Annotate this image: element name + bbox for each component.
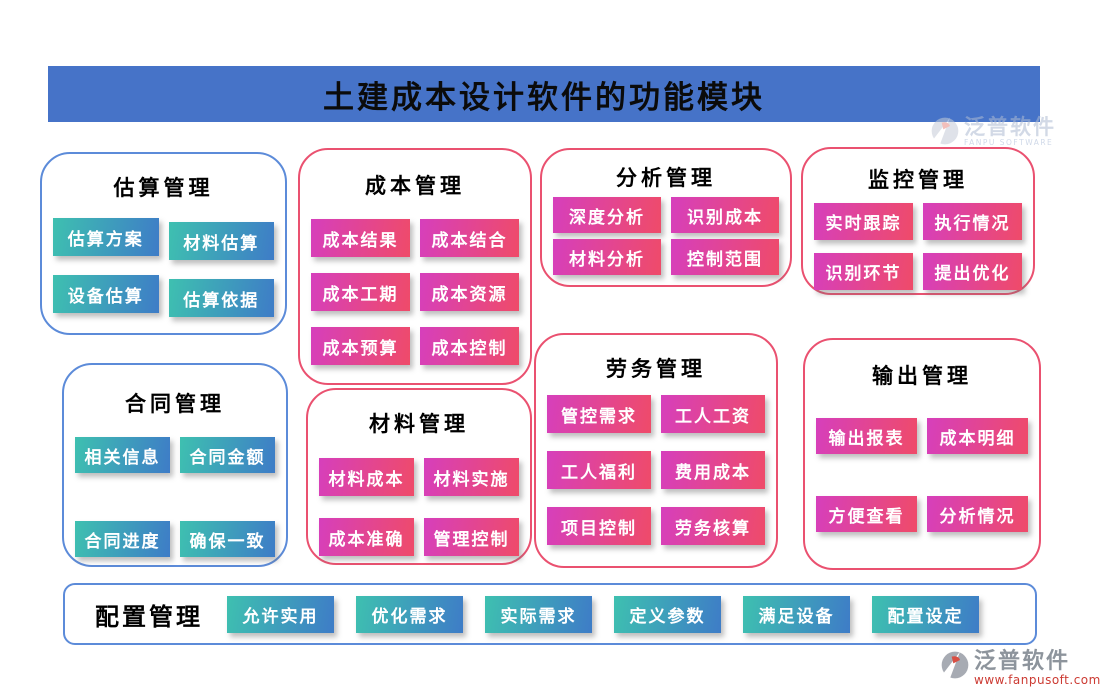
watermark-subtitle: FANPU SOFTWARE	[964, 138, 1054, 147]
module-button[interactable]: 设备估算	[53, 275, 159, 313]
module-card-material: 材料管理 材料成本 材料实施 成本准确 管理控制	[306, 388, 532, 565]
module-card-output: 输出管理 输出报表 成本明细 方便查看 分析情况	[803, 338, 1041, 570]
module-button[interactable]: 成本预算	[311, 327, 410, 365]
module-button[interactable]: 劳务核算	[661, 507, 765, 545]
title-bar: 土建成本设计软件的功能模块	[48, 66, 1040, 122]
module-button[interactable]: 控制范围	[671, 239, 779, 275]
module-title: 成本管理	[365, 173, 465, 198]
module-title: 分析管理	[616, 165, 716, 190]
module-title: 估算管理	[113, 175, 214, 200]
module-card-cost: 成本管理 成本结果 成本结合 成本工期 成本资源 成本预算 成本控制	[298, 148, 532, 385]
module-button[interactable]: 方便查看	[816, 496, 917, 532]
module-button[interactable]: 材料实施	[424, 458, 519, 496]
module-button[interactable]: 项目控制	[547, 507, 651, 545]
footer-brand: 泛普软件 www.fanpusoft.com	[940, 650, 1100, 687]
config-button[interactable]: 实际需求	[485, 595, 592, 633]
module-button[interactable]: 材料成本	[319, 458, 414, 496]
footer-url: www.fanpusoft.com	[974, 673, 1100, 687]
module-button[interactable]: 成本准确	[319, 518, 414, 556]
module-button[interactable]: 输出报表	[816, 418, 917, 454]
config-button[interactable]: 定义参数	[614, 595, 721, 633]
module-button[interactable]: 管控需求	[547, 395, 651, 433]
module-button[interactable]: 识别环节	[814, 253, 913, 290]
module-title: 监控管理	[868, 167, 968, 192]
config-button[interactable]: 满足设备	[743, 595, 850, 633]
module-button[interactable]: 成本资源	[420, 273, 519, 311]
module-button[interactable]: 执行情况	[923, 203, 1022, 240]
module-button[interactable]: 工人工资	[661, 395, 765, 433]
watermark-brand: 泛普软件	[964, 115, 1056, 139]
module-button[interactable]: 相关信息	[75, 437, 170, 473]
module-button[interactable]: 合同金额	[180, 437, 275, 473]
module-title: 合同管理	[125, 391, 225, 416]
module-card-monitoring: 监控管理 实时跟踪 执行情况 识别环节 提出优化	[801, 147, 1035, 295]
module-button[interactable]: 深度分析	[553, 197, 661, 233]
module-button[interactable]: 费用成本	[661, 451, 765, 489]
module-button[interactable]: 分析情况	[927, 496, 1028, 532]
module-button[interactable]: 提出优化	[923, 253, 1022, 290]
config-button[interactable]: 优化需求	[356, 595, 463, 633]
module-button[interactable]: 成本结合	[420, 219, 519, 257]
module-button[interactable]: 实时跟踪	[814, 203, 913, 240]
module-button[interactable]: 合同进度	[75, 521, 170, 557]
module-title: 劳务管理	[606, 356, 706, 381]
module-button[interactable]: 成本控制	[420, 327, 519, 365]
module-button[interactable]: 估算方案	[53, 218, 159, 256]
fanpu-logo-icon	[931, 117, 959, 145]
fanpu-logo-icon	[941, 651, 969, 679]
config-button[interactable]: 配置设定	[872, 595, 979, 633]
config-button[interactable]: 允许实用	[227, 595, 334, 633]
module-title: 材料管理	[369, 411, 469, 436]
module-card-estimation: 估算管理 估算方案 材料估算 设备估算 估算依据	[40, 152, 287, 335]
module-button[interactable]: 估算依据	[168, 279, 274, 317]
module-button[interactable]: 材料分析	[553, 239, 661, 275]
module-title: 输出管理	[872, 363, 972, 388]
module-button[interactable]: 材料估算	[168, 222, 274, 260]
module-button[interactable]: 成本结果	[311, 219, 410, 257]
config-bar: 配置管理 允许实用 优化需求 实际需求 定义参数 满足设备 配置设定	[63, 583, 1037, 645]
config-bar-title: 配置管理	[95, 601, 203, 631]
module-button[interactable]: 管理控制	[424, 518, 519, 556]
module-card-labor: 劳务管理 管控需求 工人工资 工人福利 费用成本 项目控制 劳务核算	[534, 333, 778, 568]
page-title: 土建成本设计软件的功能模块	[323, 79, 765, 116]
module-card-analysis: 分析管理 深度分析 识别成本 材料分析 控制范围	[540, 148, 792, 287]
footer-brand-name: 泛普软件	[974, 648, 1071, 674]
module-button[interactable]: 成本明细	[927, 418, 1028, 454]
module-button[interactable]: 成本工期	[311, 273, 410, 311]
watermark: 泛普软件 FANPU SOFTWARE	[930, 116, 1056, 147]
module-button[interactable]: 确保一致	[180, 521, 275, 557]
module-button[interactable]: 工人福利	[547, 451, 651, 489]
module-button[interactable]: 识别成本	[671, 197, 779, 233]
module-card-contract: 合同管理 相关信息 合同金额 合同进度 确保一致	[62, 363, 288, 567]
